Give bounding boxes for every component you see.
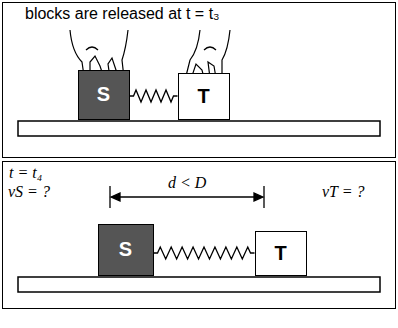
velocity-label: vS = ?	[6, 183, 52, 201]
dimension-label: d < D	[166, 174, 208, 192]
table	[18, 277, 380, 292]
block-letter: T	[274, 242, 286, 265]
block: S	[98, 224, 154, 276]
scene-panel: blocks are released at t = t₃ S T	[2, 2, 396, 158]
block: T	[178, 73, 230, 120]
spring	[154, 247, 255, 259]
panel-caption: blocks are released at t = t₃	[25, 5, 220, 23]
panel-caption: t = t₄	[9, 164, 42, 182]
spring	[130, 90, 178, 102]
block: T	[255, 231, 307, 276]
block-letter: S	[97, 83, 110, 106]
table	[18, 121, 380, 136]
block: S	[78, 70, 130, 120]
block-letter: T	[197, 85, 209, 108]
block-letter: S	[119, 238, 132, 261]
velocity-label: vT = ?	[320, 183, 367, 201]
